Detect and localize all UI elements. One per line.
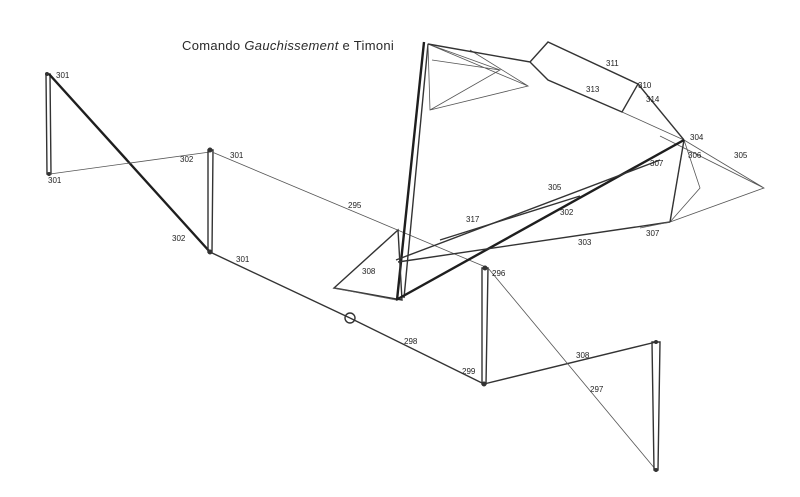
control-column-brace <box>333 287 397 301</box>
cable-295 <box>211 151 489 269</box>
far-right-lever-bar <box>651 341 661 471</box>
left-lever-top-node <box>45 72 49 76</box>
left-lever-bottom-node <box>47 172 51 176</box>
pulley-icon <box>344 312 356 324</box>
middle-lever-top-node <box>207 147 213 153</box>
cable-307 <box>639 221 671 229</box>
cable-308-lower <box>483 341 657 385</box>
elevator-fan <box>427 43 530 111</box>
rudder-post-306 <box>669 139 685 223</box>
label-305-b: 305 <box>734 151 748 160</box>
title-word-gauchissement: Gauchissement <box>244 38 339 53</box>
diagram-title: Comando Gauchissement e Timoni <box>182 38 394 53</box>
title-word-timoni: Timoni <box>353 38 395 53</box>
label-307-a: 307 <box>650 159 664 168</box>
label-305-a: 305 <box>548 183 562 192</box>
label-298: 298 <box>404 337 418 346</box>
title-word-e: e <box>342 38 351 53</box>
rudder-fan-305 <box>659 135 765 223</box>
far-right-lever-top-node <box>654 340 658 344</box>
cable-311-313 <box>427 41 639 113</box>
lower-lever-top-node <box>482 265 488 271</box>
cable-302-right <box>395 159 661 261</box>
label-302-b: 302 <box>172 234 186 243</box>
label-306: 306 <box>688 151 702 160</box>
left-lever-bar <box>45 73 52 175</box>
cable-298 <box>349 317 485 385</box>
label-303: 303 <box>578 238 592 247</box>
cable-302-upper <box>49 151 211 175</box>
cable-305 <box>395 138 685 302</box>
label-313: 313 <box>586 85 600 94</box>
cable-297 <box>487 267 657 471</box>
cable-301-lower <box>209 251 351 319</box>
label-296: 296 <box>492 269 506 278</box>
label-307-b: 307 <box>646 229 660 238</box>
label-299: 299 <box>462 367 476 376</box>
label-302-a: 302 <box>180 155 194 164</box>
label-301-d: 301 <box>236 255 250 264</box>
title-word-comando: Comando <box>182 38 241 53</box>
middle-lever-bar <box>207 149 214 253</box>
far-right-lever-bottom-node <box>654 468 658 472</box>
label-310: 310 <box>638 81 652 90</box>
label-301-b: 301 <box>48 176 62 185</box>
cable-314-branch <box>621 111 685 141</box>
label-308-a: 308 <box>362 267 376 276</box>
label-317: 317 <box>466 215 480 224</box>
label-301-c: 301 <box>230 151 244 160</box>
label-302-c: 302 <box>560 208 574 217</box>
control-column-base <box>332 228 403 301</box>
lower-lever-bar <box>481 267 489 385</box>
label-311: 311 <box>606 59 619 68</box>
control-column <box>395 41 426 301</box>
cable-310-314 <box>637 83 685 141</box>
label-297: 297 <box>590 385 604 394</box>
label-301-a: 301 <box>56 71 70 80</box>
label-308-b: 308 <box>576 351 590 360</box>
label-295: 295 <box>348 201 362 210</box>
cable-303 <box>397 221 671 263</box>
label-304: 304 <box>690 133 704 142</box>
cable-317 <box>439 195 581 241</box>
label-314: 314 <box>646 95 660 104</box>
